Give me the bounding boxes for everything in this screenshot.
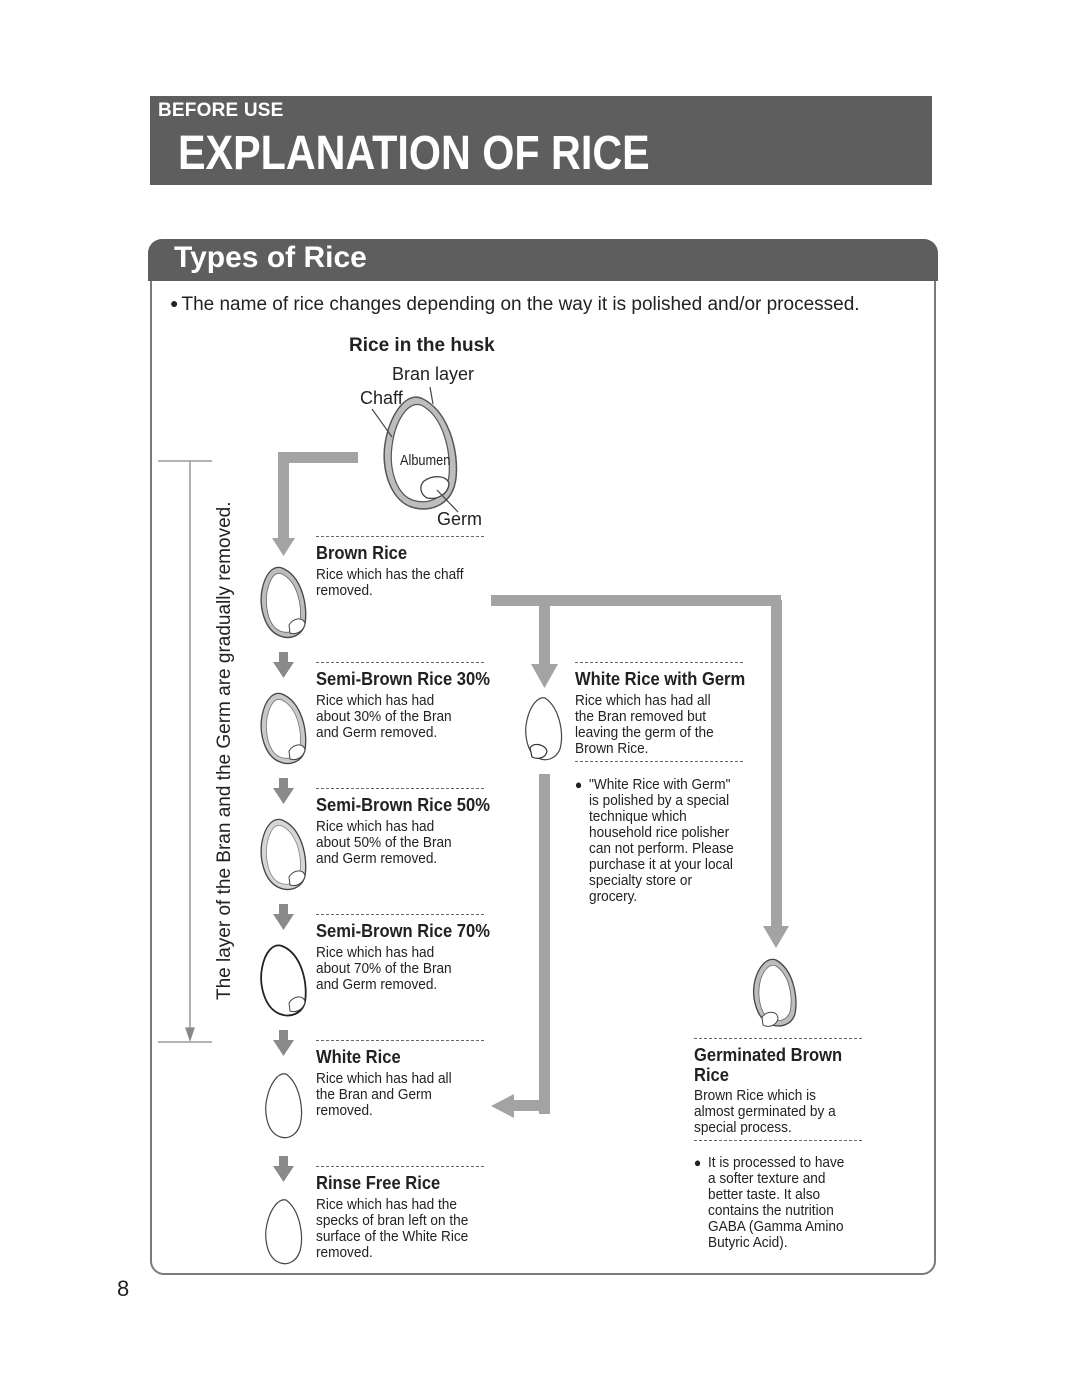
divider <box>316 914 484 915</box>
husk-grain-icon <box>371 386 459 513</box>
item-name: Semi-Brown Rice 70% <box>316 921 490 941</box>
item-germinated-brown-rice: Germinated Brown Rice Brown Rice which i… <box>694 1038 874 1147</box>
panel-header: Types of Rice <box>148 239 938 281</box>
item-rinse-free-rice: Rinse Free Rice Rice which has had the s… <box>316 1166 496 1261</box>
item-white-rice: White Rice Rice which has had all the Br… <box>316 1040 496 1119</box>
divider <box>694 1038 862 1039</box>
semi-brown-30-grain-icon <box>260 692 307 765</box>
item-name: Brown Rice <box>316 543 408 563</box>
item-desc: Rice which has had all the Bran and Germ… <box>316 1071 452 1119</box>
item-name: Semi-Brown Rice 50% <box>316 795 490 815</box>
bullet-icon: ● <box>170 295 179 311</box>
item-semi-brown-70: Semi-Brown Rice 70% Rice which has had a… <box>316 914 496 993</box>
white-rice-germ-note: ● "White Rice with Germ" is polished by … <box>575 777 738 905</box>
note-text: "White Rice with Germ" is polished by a … <box>589 777 734 905</box>
section-header: BEFORE USE EXPLANATION OF RICE <box>150 96 932 185</box>
item-white-rice-germ: White Rice with Germ Rice which has had … <box>575 662 755 768</box>
item-desc: Rice which has had about 30% of the Bran… <box>316 693 452 741</box>
item-desc: Rice which has had about 50% of the Bran… <box>316 819 452 867</box>
side-label: The layer of the Bran and the Germ are g… <box>214 501 235 1000</box>
albumen-label: Albumen <box>400 452 451 469</box>
chaff-label: Chaff <box>360 388 403 408</box>
divider <box>316 1166 484 1167</box>
bullet-icon: ● <box>693 1155 702 1170</box>
semi-brown-50-grain-icon <box>260 818 307 891</box>
item-desc: Brown Rice which is almost germinated by… <box>694 1088 836 1136</box>
item-name: White Rice <box>316 1047 401 1067</box>
husk-title: Rice in the husk <box>349 335 495 356</box>
divider <box>316 662 484 663</box>
item-name: Rinse Free Rice <box>316 1173 441 1193</box>
divider <box>316 536 484 537</box>
bran-layer-label: Bran layer <box>392 364 475 384</box>
germinated-grain-icon <box>753 958 797 1027</box>
divider <box>316 1040 484 1041</box>
side-bracket <box>158 460 212 1043</box>
section-label: BEFORE USE <box>158 100 284 121</box>
divider <box>316 788 484 789</box>
germinated-note: ● It is processed to have a softer textu… <box>694 1155 854 1251</box>
white-rice-germ-grain-icon <box>525 697 563 761</box>
down-arrow-5 <box>273 1156 294 1182</box>
down-arrow-2 <box>273 778 294 804</box>
down-arrow-4 <box>273 1030 294 1056</box>
intro-sentence: The name of rice changes depending on th… <box>181 294 860 315</box>
item-brown-rice: Brown Rice Rice which has the chaff remo… <box>316 536 496 599</box>
item-name: Semi-Brown Rice 30% <box>316 669 490 689</box>
item-name: Germinated Brown Rice <box>694 1045 843 1085</box>
panel-title: Types of Rice <box>174 241 367 274</box>
divider <box>694 1140 862 1141</box>
item-desc: Rice which has had the specks of bran le… <box>316 1197 469 1261</box>
arrow-husk-to-brown <box>272 452 358 556</box>
semi-brown-70-grain-icon <box>260 944 307 1017</box>
note-text: It is processed to have a softer texture… <box>708 1155 845 1251</box>
down-arrow-3 <box>273 904 294 930</box>
intro-text: ●The name of rice changes depending on t… <box>170 294 860 316</box>
item-desc: Rice which has had about 70% of the Bran… <box>316 945 452 993</box>
brown-rice-grain-icon <box>260 566 307 639</box>
item-desc: Rice which has the chaff removed. <box>316 567 464 599</box>
down-arrows <box>273 652 294 1182</box>
divider <box>575 662 743 663</box>
item-semi-brown-30: Semi-Brown Rice 30% Rice which has had a… <box>316 662 496 741</box>
item-semi-brown-50: Semi-Brown Rice 50% Rice which has had a… <box>316 788 496 867</box>
bullet-icon: ● <box>574 777 583 792</box>
page-number: 8 <box>117 1276 130 1301</box>
item-desc: Rice which has had all the Bran removed … <box>575 693 714 757</box>
down-arrow-1 <box>273 652 294 678</box>
arrow-branches <box>491 595 789 1118</box>
white-rice-grain-icon <box>265 1073 303 1139</box>
rinse-free-grain-icon <box>265 1199 303 1265</box>
divider <box>575 761 743 762</box>
item-name: White Rice with Germ <box>575 669 746 689</box>
page-title: EXPLANATION OF RICE <box>178 127 650 180</box>
germ-label: Germ <box>437 509 482 529</box>
